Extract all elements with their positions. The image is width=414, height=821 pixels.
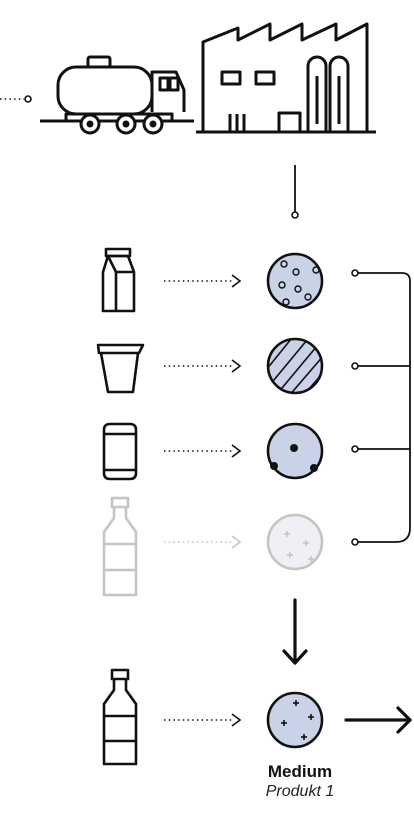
node-connector	[351, 269, 402, 277]
bottle-icon-faded	[102, 496, 138, 597]
cup-icon	[96, 343, 145, 394]
result-title: Medium	[267, 762, 333, 781]
milk-carton-icon	[101, 247, 136, 313]
can-icon	[102, 422, 138, 481]
bottle-icon	[102, 668, 138, 766]
dotted-arrow	[164, 444, 242, 458]
dotted-arrow	[164, 713, 242, 727]
right-arrow	[344, 706, 412, 734]
factory-connector	[291, 165, 299, 219]
sample-circle-hatched	[266, 337, 324, 395]
bracket-line	[401, 272, 411, 528]
sample-circle-plus-faded	[266, 513, 324, 571]
dotted-arrow-faded	[164, 535, 242, 549]
result-subtitle: Produkt 1	[265, 783, 335, 800]
dotted-arrow	[164, 274, 242, 288]
sample-circle-plus	[266, 691, 324, 749]
factory-icon	[196, 22, 376, 134]
node-connector	[351, 527, 411, 546]
sample-circle-three-dots	[266, 422, 324, 480]
sample-circle-dots	[266, 252, 324, 310]
result-label: Medium Produkt 1	[190, 762, 410, 802]
incoming-connector	[0, 95, 32, 103]
tanker-truck-icon	[40, 55, 194, 135]
dotted-arrow	[164, 359, 242, 373]
down-arrow	[282, 598, 308, 665]
node-connector	[351, 362, 410, 370]
node-connector	[351, 445, 410, 453]
